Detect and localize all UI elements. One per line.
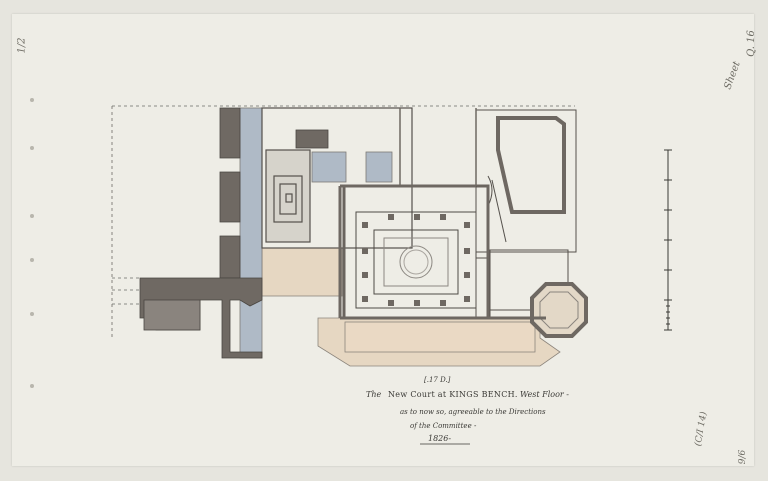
inscription-line-2: as to now so, agreeable to the Direction… <box>400 408 546 416</box>
inscription-line-3: of the Committee - <box>410 422 477 430</box>
binding-hole <box>30 98 34 102</box>
dashed-boundary <box>111 105 575 340</box>
buff-wash-areas <box>261 247 561 367</box>
binding-hole <box>30 258 34 262</box>
west-wing-walls <box>139 107 329 359</box>
connecting-walls <box>338 108 546 320</box>
binding-hole <box>30 384 34 388</box>
tower-inner <box>539 291 579 329</box>
binding-hole <box>30 146 34 150</box>
title-prefix: The <box>366 390 382 399</box>
title-floor: West Floor - <box>520 390 569 399</box>
scale-bar <box>664 149 672 331</box>
plan-label: [.17 D.] <box>424 376 451 384</box>
paper <box>12 14 754 466</box>
drawing-date: 1826- <box>428 434 452 443</box>
binding-hole <box>30 312 34 316</box>
court-columns <box>362 214 470 306</box>
court-block <box>261 107 413 249</box>
title-court: New Court at KINGS BENCH. <box>388 390 518 399</box>
binding-hole <box>30 214 34 218</box>
